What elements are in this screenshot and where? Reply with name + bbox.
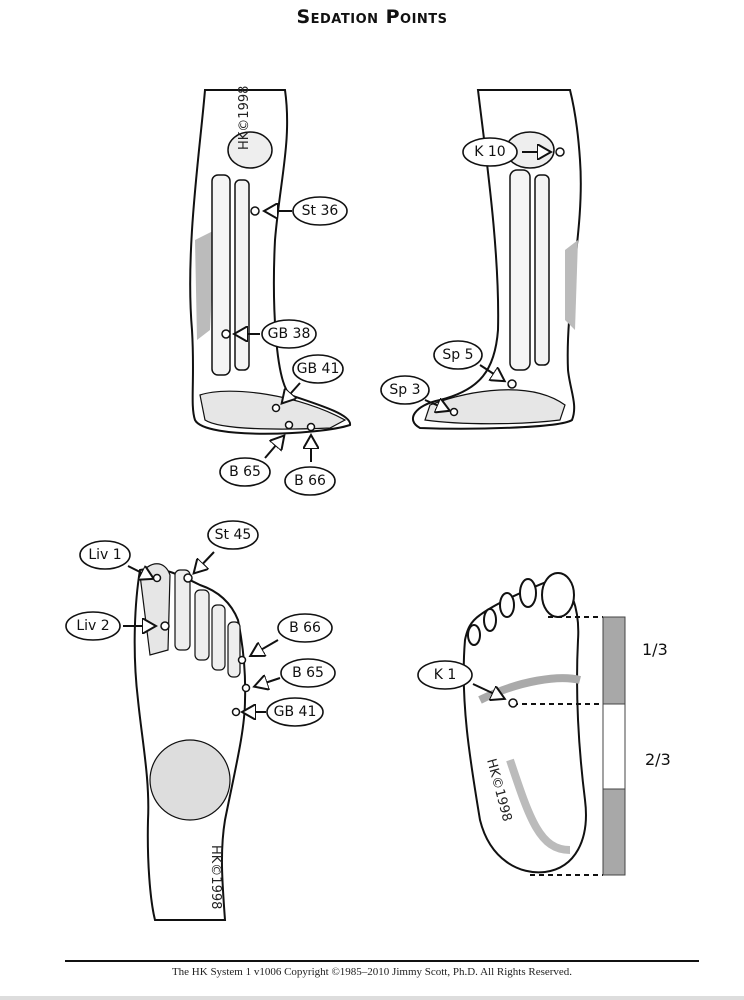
label-sp3: Sp 3 xyxy=(389,382,420,398)
scale-label-one-third: 1/3 xyxy=(642,640,668,659)
label-b66-dorsal: B 66 xyxy=(289,620,321,636)
watermark: HK©1998 xyxy=(208,845,223,909)
sole-drawing xyxy=(462,572,587,874)
dorsal-foot-drawing xyxy=(133,563,247,921)
label-b66: B 66 xyxy=(294,473,326,489)
scale-label-two-thirds: 2/3 xyxy=(645,750,671,769)
footer-divider xyxy=(65,960,699,962)
point-arrows xyxy=(123,152,549,712)
page-title: Sedation Points xyxy=(296,6,448,28)
label-st45: St 45 xyxy=(215,527,252,543)
sole-proportion-scale xyxy=(513,616,626,876)
label-k1: K 1 xyxy=(434,667,457,683)
label-k10: K 10 xyxy=(474,144,505,160)
point-markers xyxy=(152,147,565,717)
label-sp5: Sp 5 xyxy=(442,347,473,363)
label-gb41: GB 41 xyxy=(297,361,340,377)
watermark: HK©1998 xyxy=(237,86,252,150)
label-gb38: GB 38 xyxy=(268,326,311,342)
label-liv1: Liv 1 xyxy=(88,547,121,563)
label-st36: St 36 xyxy=(302,203,339,219)
label-b65-dorsal: B 65 xyxy=(292,665,324,681)
label-gb41-dorsal: GB 41 xyxy=(274,704,317,720)
label-liv2: Liv 2 xyxy=(76,618,109,634)
lateral-leg-drawing xyxy=(189,89,351,435)
label-bubbles xyxy=(65,137,518,727)
page-edge xyxy=(0,996,744,1000)
copyright-footer: The HK System 1 v1006 Copyright ©1985–20… xyxy=(171,966,573,978)
label-b65: B 65 xyxy=(229,464,261,480)
medial-leg-drawing xyxy=(412,89,582,430)
